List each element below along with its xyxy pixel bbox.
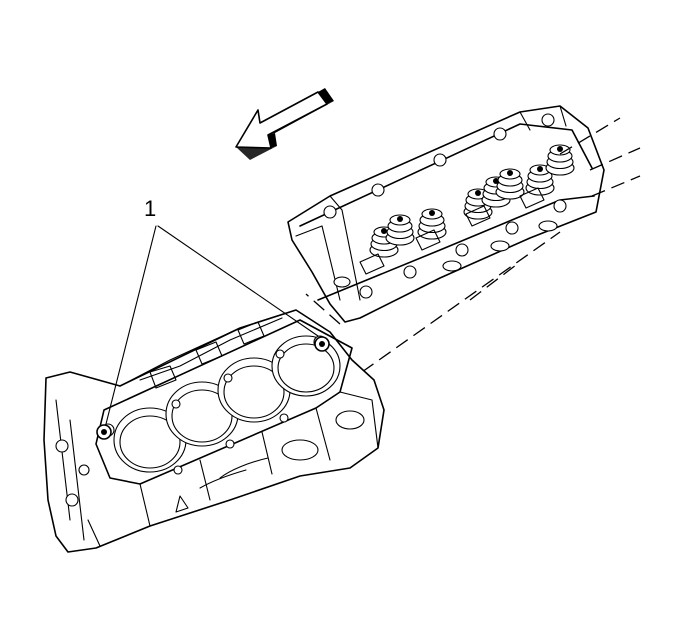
callout-leaders (105, 225, 319, 425)
alignment-lines (305, 117, 641, 373)
cylinder-bores (113, 335, 341, 473)
locating-dowels (96, 336, 330, 440)
engine-block (43, 309, 385, 553)
callout-number-1: 1 (144, 196, 157, 221)
cylinder-head (287, 105, 605, 323)
direction-arrow-icon (235, 88, 334, 160)
valve-springs (369, 144, 575, 258)
